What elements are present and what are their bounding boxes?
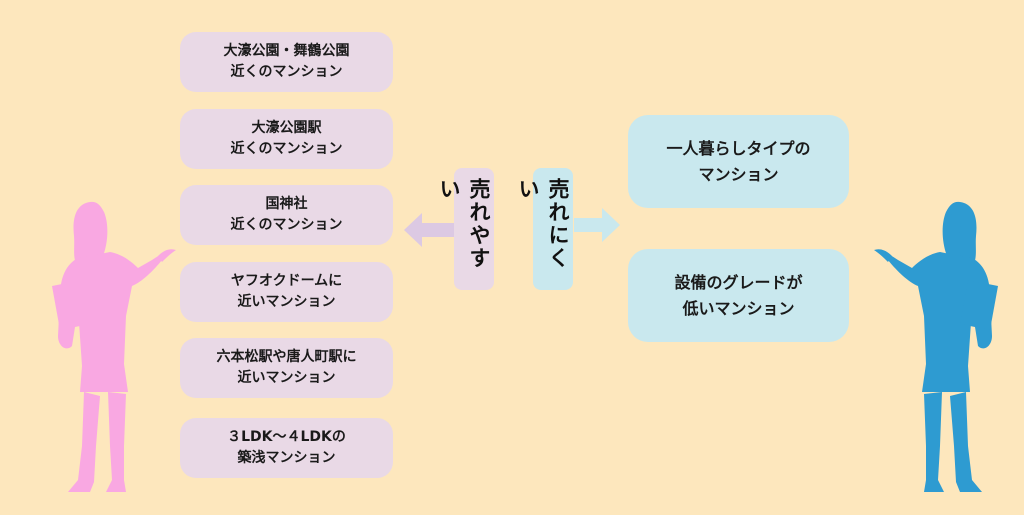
left-item-5: 六本松駅や唐人町駅に近いマンション	[180, 338, 393, 398]
left-item-4-line1: ヤフオクドームに	[230, 273, 343, 289]
left-item-3-line2: 近くのマンション	[230, 217, 343, 233]
left-item-4: ヤフオクドームに近いマンション	[180, 262, 393, 322]
left-item-3-line1: 国神社	[265, 196, 308, 212]
right-item-1: 一人暮らしタイプのマンション	[628, 115, 849, 208]
businesswoman-left-icon	[52, 201, 176, 492]
left-item-2-line1: 大濠公園駅	[251, 120, 322, 136]
businesswoman-right-icon	[874, 201, 998, 492]
left-item-2: 大濠公園駅近くのマンション	[180, 109, 393, 169]
right-item-2-line1: 設備のグレードが	[674, 272, 803, 292]
left-item-3: 国神社近くのマンション	[180, 185, 393, 245]
easy-to-sell-label: 売れやすい	[437, 168, 494, 290]
left-item-2-line2: 近くのマンション	[230, 141, 343, 157]
right-item-2-line2: 低いマンション	[682, 298, 795, 318]
right-item-1-line2: マンション	[698, 164, 779, 184]
left-item-6-line1: ３LDK〜４LDKの	[227, 429, 346, 445]
left-item-1-line1: 大濠公園・舞鶴公園	[223, 43, 350, 59]
hard-to-sell-label: 売れにくい	[516, 168, 573, 290]
left-item-6-line2: 築浅マンション	[237, 450, 336, 466]
arrow-left-icon	[404, 213, 454, 247]
arrow-right-icon	[574, 208, 620, 242]
left-item-6: ３LDK〜４LDKの築浅マンション	[180, 418, 393, 478]
right-item-2: 設備のグレードが低いマンション	[628, 249, 849, 342]
left-item-4-line2: 近いマンション	[237, 294, 336, 310]
left-item-5-line1: 六本松駅や唐人町駅に	[216, 349, 357, 365]
left-item-5-line2: 近いマンション	[237, 370, 336, 386]
left-item-1: 大濠公園・舞鶴公園近くのマンション	[180, 32, 393, 92]
left-item-1-line2: 近くのマンション	[230, 64, 343, 80]
right-item-1-line1: 一人暮らしタイプの	[666, 138, 811, 158]
